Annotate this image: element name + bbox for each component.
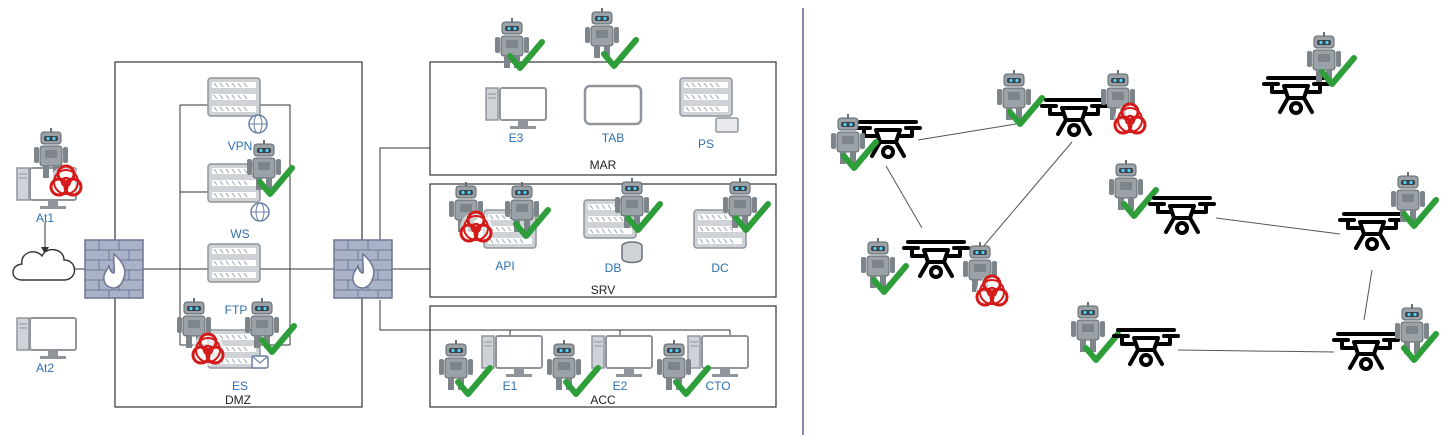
acc-zone-box [429,305,777,408]
host-label-ftp: FTP [225,303,248,317]
drone-link [1177,349,1335,353]
server-icon [207,163,261,203]
mail-icon-flap [251,355,269,364]
zone-label-dmz: DMZ [225,393,251,407]
drone-icon [1040,98,1108,137]
biohazard-icon [48,164,84,200]
host-label-ws: WS [230,227,249,241]
cloud-icon [12,249,76,281]
drone-icon [1262,76,1330,115]
robot-icon [584,7,620,59]
robot-icon [1070,301,1106,353]
biohazard-icon [190,332,226,368]
host-label-at2: At2 [36,361,54,375]
drone-link [1215,217,1341,235]
computer-icon [495,335,543,378]
host-label-e1: E1 [503,379,518,393]
drone-link [981,141,1073,249]
biohazard-icon [458,210,494,246]
firewall-icon [84,239,144,299]
drone-link [1363,269,1373,321]
globe-icon [250,202,270,222]
host-label-dc: DC [711,261,729,275]
computer-icon [485,87,499,121]
network-panel: At1 At2 VPN WS FTP ES DMZ E3 T [12,7,777,408]
drone-icon [1112,328,1180,367]
computer-icon [591,335,605,369]
biohazard-icon [974,274,1010,310]
drone-icon [1148,196,1216,235]
drone-link [885,165,923,229]
biohazard-icon [1112,102,1148,138]
globe-icon [248,114,268,134]
tablet-icon [583,84,643,126]
dmz-inner-link [179,104,291,346]
server-icon [207,243,261,283]
host-label-at1: At1 [36,211,54,225]
computer-icon [481,335,495,369]
zone-label-acc: ACC [590,393,616,407]
arrow-icon [41,247,49,254]
host-label-es: ES [232,379,248,393]
computer-icon [29,317,77,360]
link-acc-hosts [430,329,731,340]
database-icon-body [621,246,643,264]
host-label-db: DB [605,261,622,275]
drone-icon [1332,332,1400,371]
printer-icon [715,117,739,133]
drone-icon [902,240,970,279]
server-icon [679,77,733,117]
server-icon [207,77,261,117]
drone-panel [830,31,1436,371]
host-label-tab: TAB [602,131,624,145]
firewall-icon [333,239,393,299]
drone-link [917,123,1017,141]
host-label-e2: E2 [613,379,628,393]
link-firewall2-acc [379,300,430,331]
drone-icon [1338,212,1406,251]
zone-label-mar: MAR [590,158,617,172]
computer-icon [16,167,30,201]
computer-icon [605,335,653,378]
host-label-vpn: VPN [228,139,253,153]
srv-zone-box [429,183,777,298]
computer-icon [16,317,30,351]
computer-icon [499,87,547,130]
host-label-cto: CTO [705,379,730,393]
zone-label-srv: SRV [591,283,615,297]
dmz-zone-box [114,61,363,408]
host-label-e3: E3 [509,131,524,145]
host-label-ps: PS [698,137,714,151]
mar-zone-box [429,61,777,176]
link-firewall2-mar [379,147,430,240]
host-label-api: API [495,259,514,273]
